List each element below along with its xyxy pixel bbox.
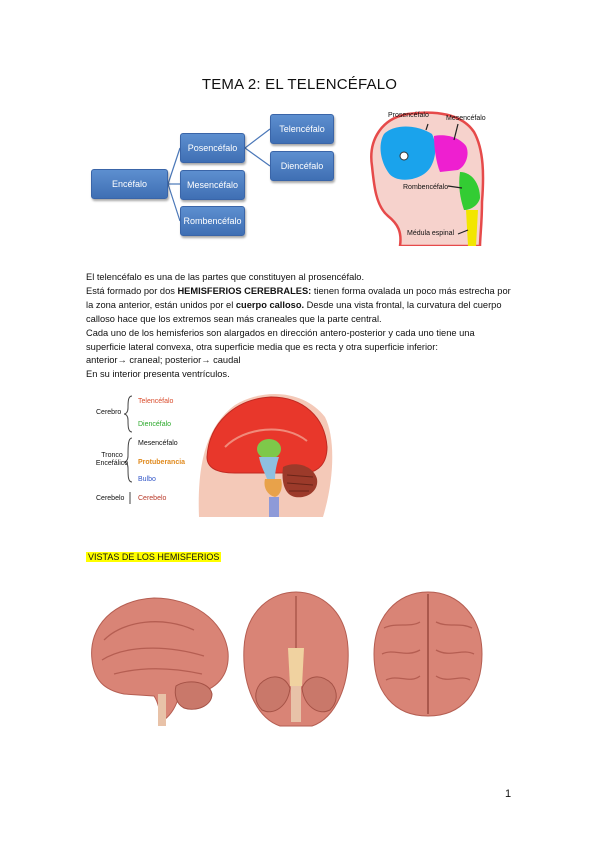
brain-superior-view [373, 591, 483, 717]
label-cerebro: Cerebro [96, 409, 122, 416]
rombencefalo-region [459, 172, 480, 210]
medula-region [466, 210, 478, 246]
node-telencefalo: Telencéfalo [270, 114, 334, 144]
brain-sagittal-illustration [198, 393, 333, 517]
label-protuberancia: Protuberancia [138, 459, 186, 466]
prosencefalo-region [380, 126, 436, 180]
brain-label-brackets [123, 395, 133, 504]
section-heading: VISTAS DE LOS HEMISFERIOS [86, 552, 222, 562]
node-encefalo: Encéfalo [91, 169, 168, 199]
label-cerebelo-group: Cerebelo [96, 495, 125, 502]
label-telencefalo: Telencéfalo [138, 398, 174, 405]
label-prosencefalo: Prosencéfalo [388, 112, 429, 119]
label-diencefalo: Diencéfalo [138, 421, 172, 428]
embryo-brain-illustration [370, 111, 485, 246]
label-tronco: Tronco Encefálico [95, 452, 129, 467]
label-mesencefalo-2: Mesencéfalo [138, 440, 178, 447]
label-rombencefalo: Rombencéfalo [403, 184, 449, 191]
label-medula: Médula espinal [407, 230, 455, 237]
paragraph-4: anterior→ craneal; posterior→ caudal [86, 355, 241, 366]
paragraph-1: El telencéfalo es una de las partes que … [86, 272, 365, 282]
brain-lateral-view [91, 597, 229, 726]
node-rombencefalo: Rombencéfalo [180, 206, 245, 236]
node-diencefalo: Diencéfalo [270, 151, 334, 181]
page-title: TEMA 2: EL TELENCÉFALO [201, 76, 398, 93]
paragraph-2: Está formado por dos HEMISFERIOS CEREBRA… [86, 285, 511, 324]
label-bulbo: Bulbo [138, 476, 156, 483]
label-mesencefalo: Mesencéfalo [446, 115, 486, 122]
label-cerebelo: Cerebelo [138, 495, 167, 502]
node-posencefalo: Posencéfalo [180, 133, 245, 163]
term-hemisferios: HEMISFERIOS CEREBRALES: [177, 285, 312, 296]
paragraph-5: En su interior presenta ventrículos. [86, 369, 230, 380]
page-number: 1 [505, 788, 512, 800]
paragraph-3: Cada uno de los hemisferios son alargado… [86, 327, 475, 352]
body-text: El telencéfalo es una de las partes que … [86, 271, 516, 382]
term-cuerpo-calloso: cuerpo calloso. [235, 299, 305, 310]
node-mesencefalo: Mesencéfalo [180, 170, 245, 200]
mesencefalo-region [434, 135, 468, 172]
brain-inferior-view [243, 591, 349, 727]
